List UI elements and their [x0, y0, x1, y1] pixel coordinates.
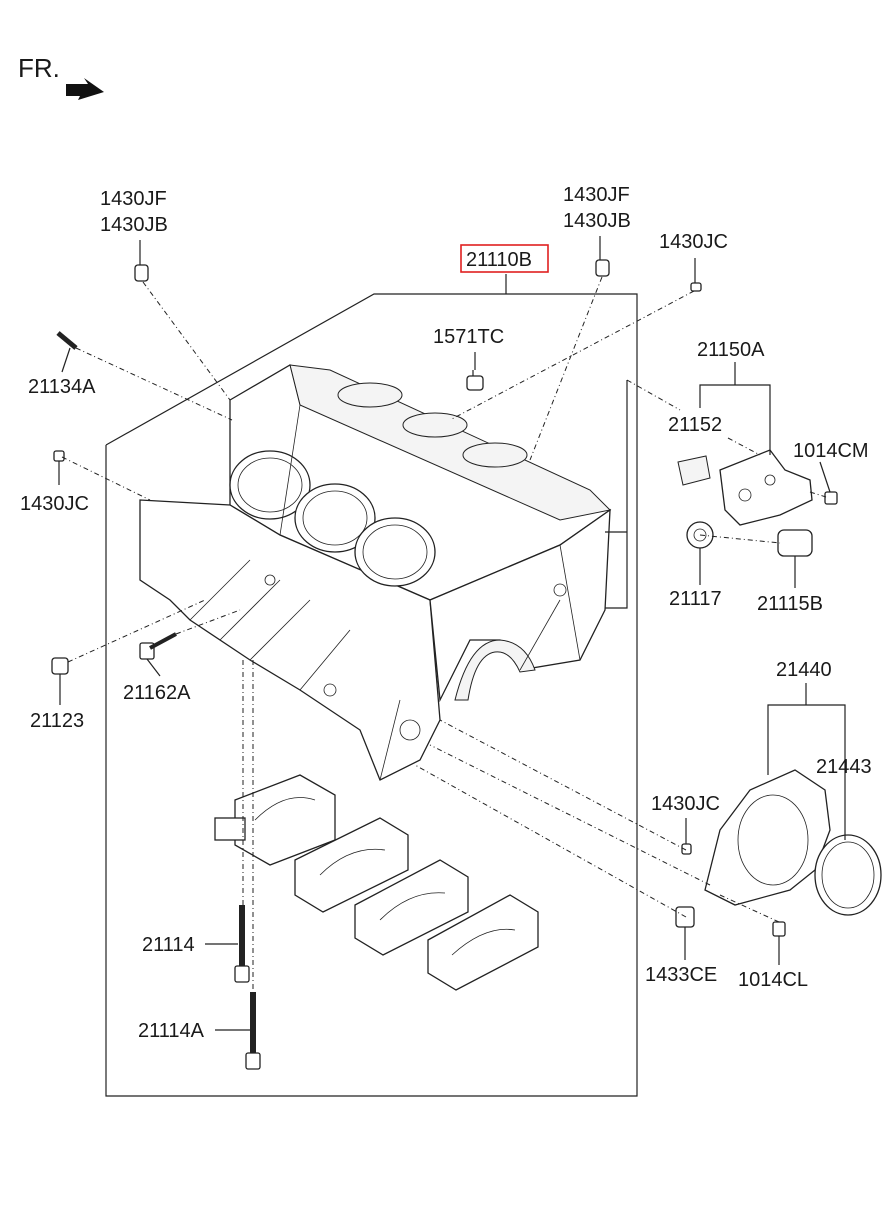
pin-1430jc-left — [53, 450, 65, 462]
plug-1571tc — [466, 375, 484, 391]
bolt-1014cm — [824, 491, 838, 505]
rear-seal-housing-21440 — [704, 769, 831, 906]
dowel-pin-right — [595, 259, 610, 277]
bracket-21150a — [719, 449, 813, 526]
part-label-21123[interactable]: 21123 — [30, 710, 84, 732]
main-bearing-caps — [214, 774, 539, 991]
part-label-21115B[interactable]: 21115B — [757, 593, 823, 615]
part-label-21117[interactable]: 21117 — [669, 588, 722, 610]
cylinder-block — [139, 364, 612, 781]
part-label-1014CL[interactable]: 1014CL — [738, 969, 808, 991]
plug-21115b — [777, 529, 813, 557]
front-direction-label: FR. — [18, 53, 60, 83]
oil-seal-21443 — [814, 834, 882, 916]
part-labels: 1430JF 1430JB 1430JF 1430JB 1430JC 1571T… — [20, 184, 872, 1042]
part-label-1430JB-right[interactable]: 1430JB — [563, 210, 631, 232]
gasket-21152 — [677, 455, 711, 486]
part-label-21114[interactable]: 21114 — [142, 934, 195, 956]
part-label-1430JF-right[interactable]: 1430JF — [563, 184, 630, 206]
leader-lines — [58, 236, 846, 1031]
part-label-1430JC-lower[interactable]: 1430JC — [651, 793, 720, 815]
part-label-21114A[interactable]: 21114A — [138, 1020, 205, 1042]
group-frame — [105, 293, 638, 1097]
part-label-21440[interactable]: 21440 — [776, 659, 832, 681]
stud-21134a — [56, 331, 78, 350]
part-label-1430JC-left[interactable]: 1430JC — [20, 493, 89, 515]
front-arrow-icon — [66, 78, 104, 100]
part-label-1430JC-top[interactable]: 1430JC — [659, 231, 728, 253]
part-label-21443[interactable]: 21443 — [816, 756, 872, 778]
part-label-21150A[interactable]: 21150A — [697, 339, 765, 361]
part-label-21152[interactable]: 21152 — [668, 414, 722, 436]
part-label-1430JF-left[interactable]: 1430JF — [100, 188, 167, 210]
part-label-1014CM[interactable]: 1014CM — [793, 440, 869, 462]
part-label-1430JB-left[interactable]: 1430JB — [100, 214, 168, 236]
part-label-21110B[interactable]: 21110B — [466, 249, 532, 271]
part-label-1571TC[interactable]: 1571TC — [433, 326, 504, 348]
part-label-21134A[interactable]: 21134A — [28, 376, 96, 398]
pin-1430jc-top — [690, 282, 702, 292]
bolt-1014cl — [772, 921, 786, 937]
part-label-1433CE[interactable]: 1433CE — [645, 964, 717, 986]
plug-21123 — [51, 657, 69, 675]
dowel-pin-left — [134, 264, 149, 282]
highlight-box[interactable] — [460, 244, 549, 273]
part-label-21162A[interactable]: 21162A — [123, 682, 191, 704]
